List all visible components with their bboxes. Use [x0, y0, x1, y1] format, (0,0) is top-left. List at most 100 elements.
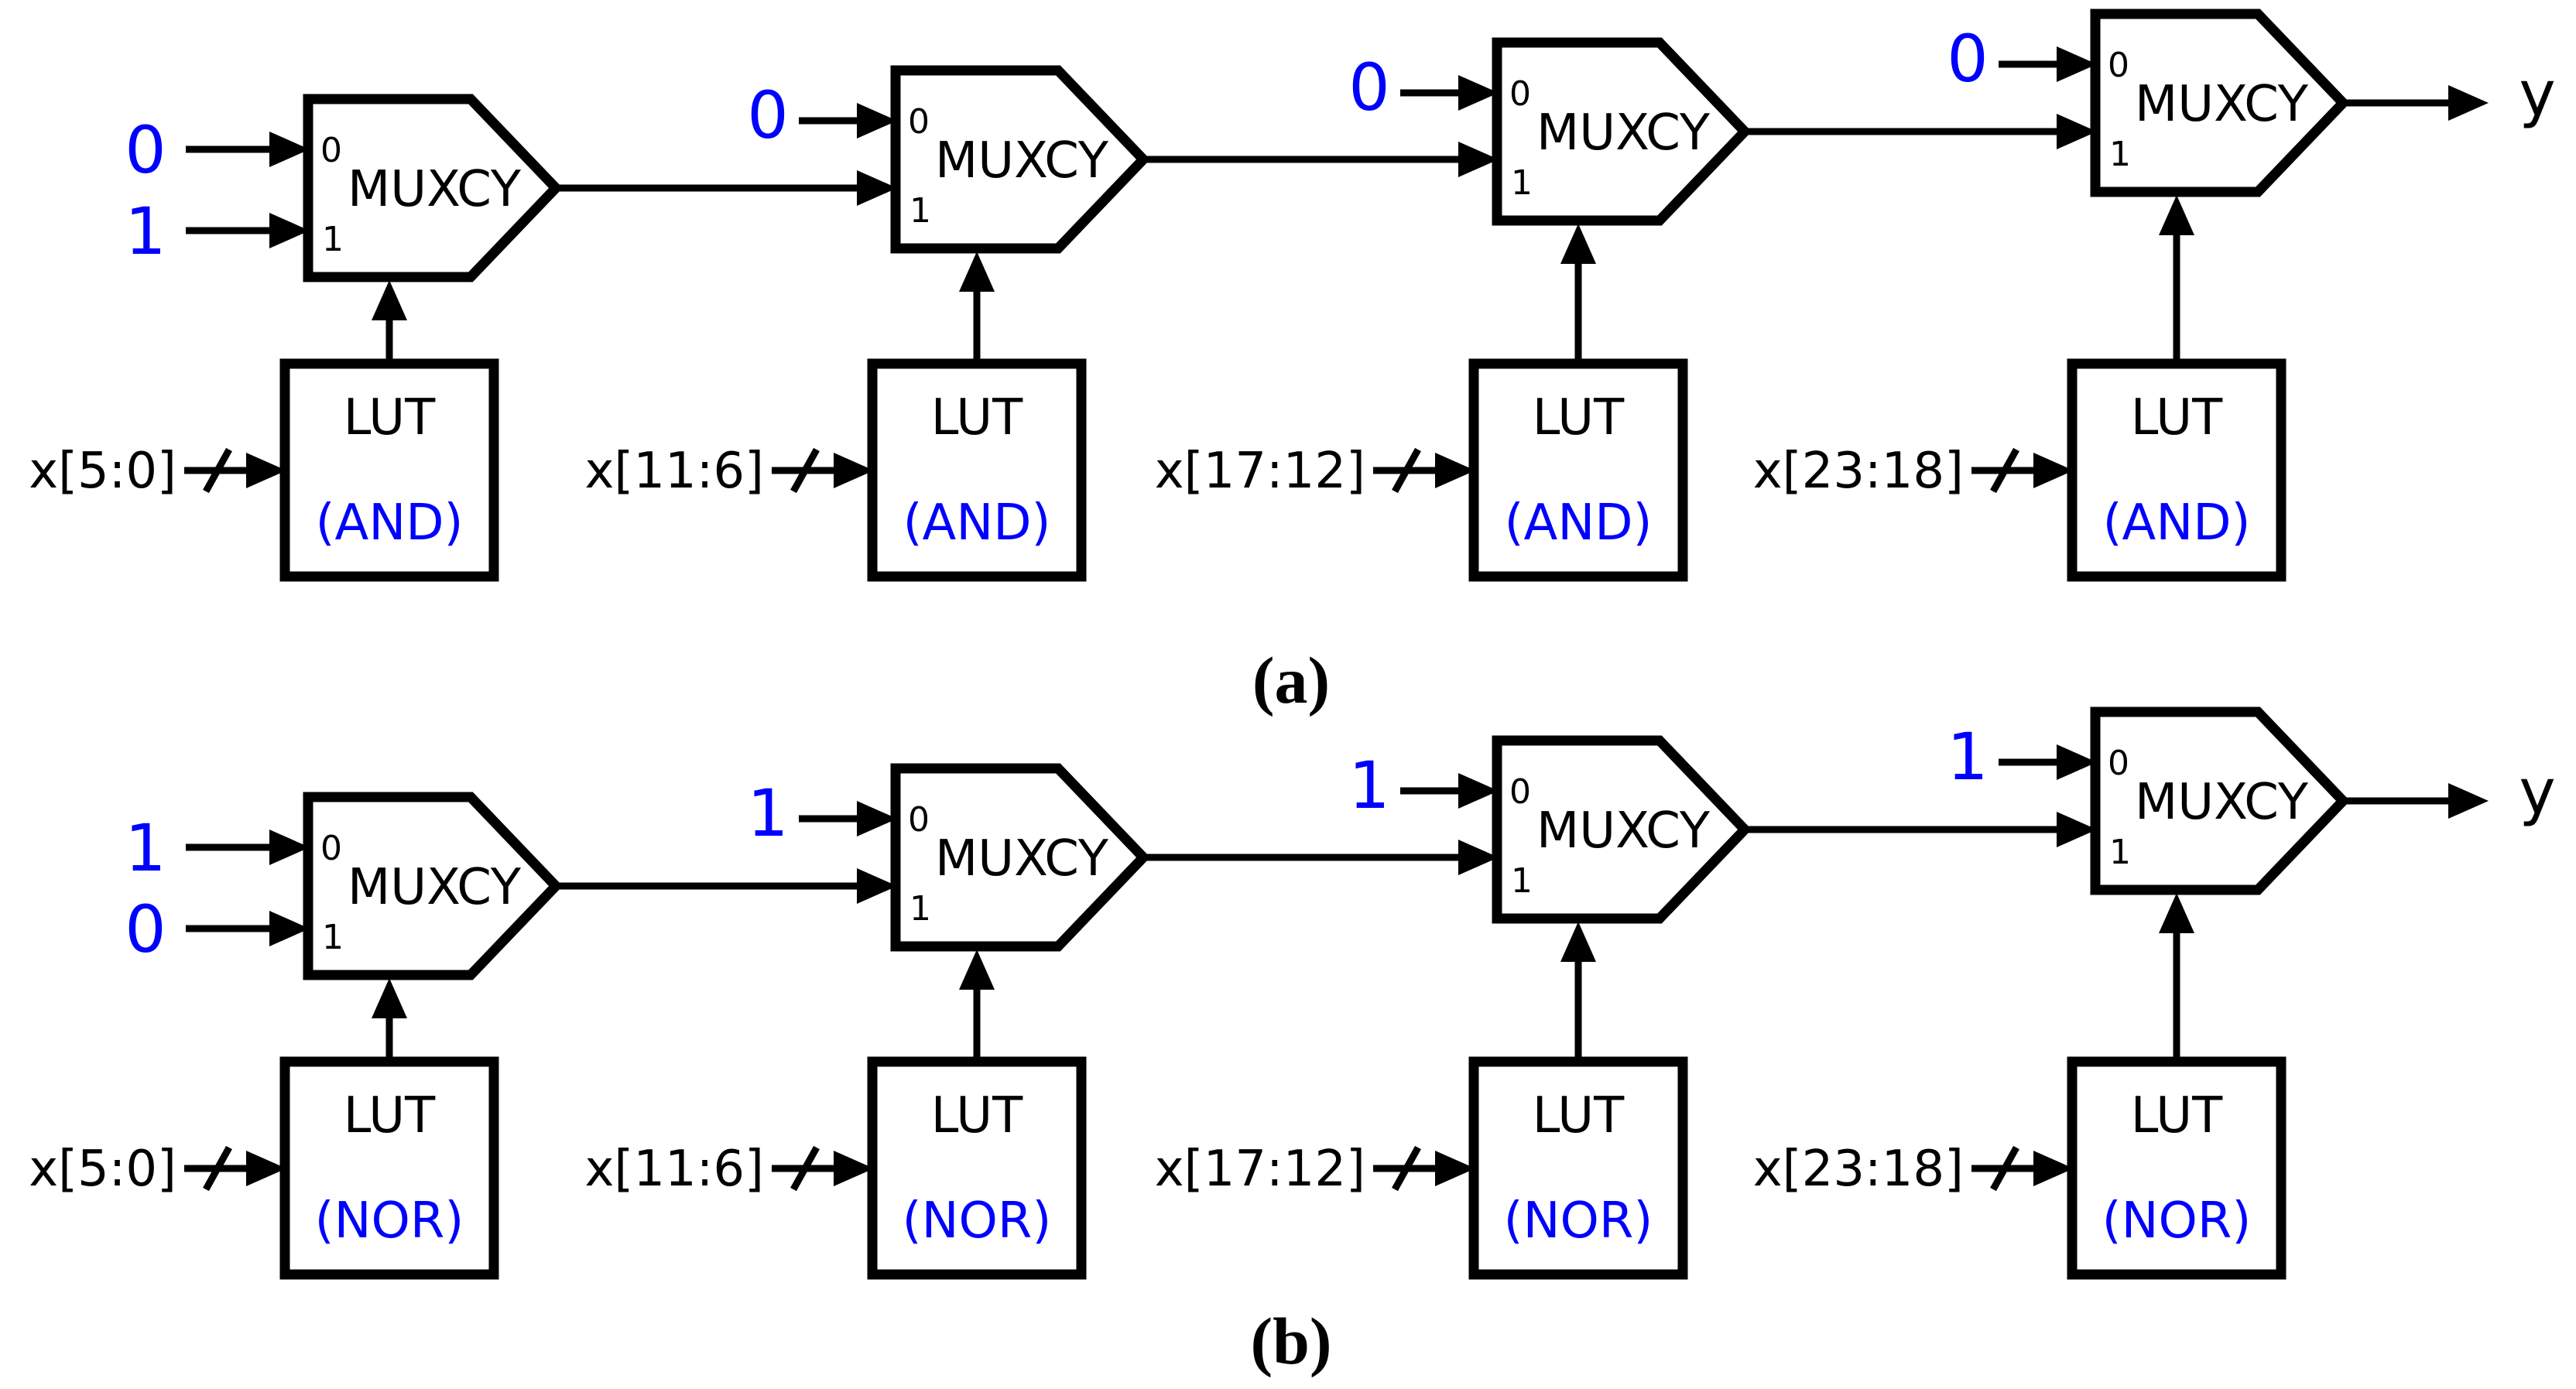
output-arrowhead-icon-a4: [2448, 85, 2489, 121]
bus-arrowhead-icon-a2: [834, 453, 874, 488]
const-port0-label-b1: 1: [125, 810, 166, 886]
select-arrowhead-icon-b2: [959, 949, 995, 990]
port0-label-b3: 0: [1509, 772, 1531, 812]
bus-input-label-b4: x[23:18]: [1753, 1141, 1964, 1198]
const-arrowhead-icon-a2: [857, 103, 897, 139]
lut-function-label-b4: (NOR): [2102, 1192, 2252, 1250]
port1-label-a3: 1: [1511, 163, 1533, 203]
bus-arrowhead-icon-b2: [834, 1151, 874, 1186]
select-arrowhead-icon-a2: [959, 251, 995, 292]
muxcy-shape-b4: [2090, 706, 2350, 895]
const0-arrowhead-icon-a1: [269, 132, 310, 167]
muxcy-label-a1: MUXCY: [348, 161, 522, 218]
muxcy-shape-a4: [2090, 9, 2350, 197]
port1-label-b3: 1: [1511, 861, 1533, 901]
port0-label-b1: 0: [320, 829, 342, 868]
port1-label-b2: 1: [909, 889, 931, 929]
muxcy-shape-a3: [1492, 37, 1752, 226]
muxcy-label-b3: MUXCY: [1536, 802, 1711, 860]
lut-function-label-b1: (NOR): [315, 1192, 464, 1250]
const1-arrowhead-icon-b1: [269, 911, 310, 946]
port1-label-a1: 1: [322, 220, 344, 259]
output-label-b4: y: [2519, 756, 2555, 828]
bus-width-slash-icon-b2: [790, 1145, 820, 1192]
lut-label-a1: LUT: [344, 389, 436, 446]
lut-function-label-b2: (NOR): [903, 1192, 1052, 1250]
const1-arrowhead-icon-a1: [269, 213, 310, 248]
port1-label-a4: 1: [2109, 135, 2131, 174]
lut-function-label-a4: (AND): [2103, 494, 2251, 552]
bus-arrowhead-icon-a1: [246, 453, 286, 488]
lut-function-label-b3: (NOR): [1504, 1192, 1653, 1250]
bus-width-slash-icon-b3: [1392, 1145, 1421, 1192]
port0-label-b4: 0: [2108, 744, 2129, 783]
carry-arrowhead-icon-b4: [2057, 812, 2097, 847]
lut-function-label-a1: (AND): [316, 494, 464, 552]
muxcy-label-a3: MUXCY: [1536, 104, 1711, 162]
bus-width-slash-icon-b4: [1990, 1145, 2019, 1192]
muxcy-label-b2: MUXCY: [935, 830, 1109, 888]
caption-b: (b): [1250, 1304, 1331, 1378]
const-label-a2: 0: [747, 77, 788, 153]
muxcy-label-b4: MUXCY: [2135, 774, 2309, 831]
lut-box-b2: [867, 1056, 1087, 1280]
muxcy-shape-b1: [303, 792, 563, 980]
lut-function-label-a3: (AND): [1505, 494, 1653, 552]
const-label-a4: 0: [1947, 21, 1988, 97]
bus-input-label-b3: x[17:12]: [1155, 1141, 1365, 1198]
select-arrowhead-icon-a3: [1560, 224, 1596, 264]
const-arrowhead-icon-a3: [1458, 75, 1499, 111]
const-port1-label-a1: 1: [125, 193, 166, 269]
carry-arrowhead-icon-b2: [857, 868, 897, 904]
port1-label-b1: 1: [322, 918, 344, 957]
bus-arrowhead-icon-b1: [246, 1151, 286, 1186]
port0-label-a1: 0: [320, 131, 342, 170]
port1-label-a2: 1: [909, 191, 931, 231]
bus-width-slash-icon-a1: [203, 447, 232, 494]
bus-input-label-a3: x[17:12]: [1155, 443, 1365, 500]
lut-label-a2: LUT: [931, 389, 1023, 446]
port1-label-b4: 1: [2109, 833, 2131, 872]
const-arrowhead-icon-b4: [2057, 744, 2097, 780]
const-label-b3: 1: [1348, 748, 1389, 823]
select-arrowhead-icon-a1: [372, 280, 407, 320]
bus-width-slash-icon-b1: [203, 1145, 232, 1192]
caption-a: (a): [1252, 643, 1330, 717]
muxcy-label-a2: MUXCY: [935, 132, 1109, 190]
bus-arrowhead-icon-a4: [2033, 453, 2074, 488]
lut-label-a4: LUT: [2131, 389, 2223, 446]
bus-input-label-a2: x[11:6]: [584, 443, 764, 500]
const-port1-label-b1: 0: [125, 891, 166, 967]
lut-box-a1: [279, 358, 499, 582]
bus-input-label-a1: x[5:0]: [29, 443, 176, 500]
const-label-a3: 0: [1348, 50, 1389, 125]
bus-width-slash-icon-a2: [790, 447, 820, 494]
const-port0-label-a1: 0: [125, 112, 166, 188]
select-arrowhead-icon-b3: [1560, 922, 1596, 962]
port0-label-a2: 0: [908, 102, 930, 142]
lut-box-a4: [2067, 358, 2287, 582]
lut-box-b3: [1468, 1056, 1688, 1280]
muxcy-label-a4: MUXCY: [2135, 76, 2309, 133]
output-arrowhead-icon-b4: [2448, 783, 2489, 819]
lut-label-b4: LUT: [2131, 1087, 2223, 1144]
muxcy-shape-b3: [1492, 735, 1752, 924]
port0-label-a4: 0: [2108, 46, 2129, 85]
select-arrowhead-icon-b1: [372, 978, 407, 1018]
select-arrowhead-icon-a4: [2159, 195, 2194, 235]
const0-arrowhead-icon-b1: [269, 830, 310, 865]
bus-width-slash-icon-a3: [1392, 447, 1421, 494]
lut-label-b2: LUT: [931, 1087, 1023, 1144]
lut-label-b3: LUT: [1533, 1087, 1625, 1144]
const-arrowhead-icon-b3: [1458, 773, 1499, 809]
bus-arrowhead-icon-b4: [2033, 1151, 2074, 1186]
bus-width-slash-icon-a4: [1990, 447, 2019, 494]
const-arrowhead-icon-b2: [857, 801, 897, 836]
const-label-b2: 1: [747, 775, 788, 851]
carry-arrowhead-icon-a2: [857, 170, 897, 206]
lut-function-label-a2: (AND): [903, 494, 1051, 552]
port0-label-a3: 0: [1509, 74, 1531, 114]
muxcy-shape-a2: [890, 65, 1150, 254]
